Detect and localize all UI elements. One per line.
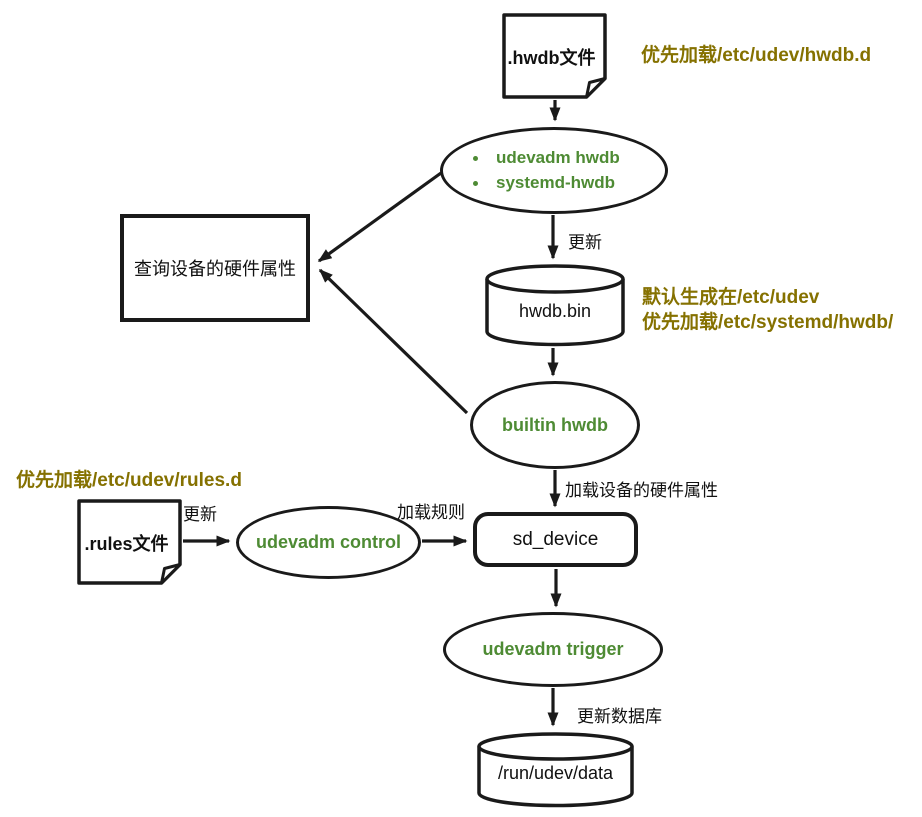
edge-builtin-to-query xyxy=(318,268,469,415)
rules-file-label: .rules文件 xyxy=(84,534,169,554)
note-hwdb-bin-paths: 默认生成在/etc/udev 优先加载/etc/systemd/hwdb/ xyxy=(642,285,893,335)
hwdb-file-label: .hwdb文件 xyxy=(507,48,596,68)
run-udev-data-label: /run/udev/data xyxy=(497,763,614,783)
note-rules-priority: 优先加载/etc/udev/rules.d xyxy=(16,470,242,491)
hwdb-tool-systemd: systemd-hwdb xyxy=(496,173,616,192)
hwdb-bin-label: hwdb.bin xyxy=(518,301,592,321)
edge-label-update-database: 更新数据库 xyxy=(577,707,662,726)
bullet-icon xyxy=(473,155,478,161)
cylinder-shape-icon xyxy=(485,264,625,347)
document-hwdb-file: .hwdb文件 xyxy=(502,13,607,99)
edge-label-load-device-props: 加载设备的硬件属性 xyxy=(565,481,718,500)
document-shape-icon xyxy=(502,13,607,99)
sd-device-label: sd_device xyxy=(512,528,599,550)
edge-tools-to-query xyxy=(317,171,442,263)
query-box-label: 查询设备的硬件属性 xyxy=(134,259,296,279)
udevadm-trigger-label: udevadm trigger xyxy=(482,639,624,659)
rect-query-device-props: 查询设备的硬件属性 xyxy=(120,214,310,322)
edge-label-update-rules: 更新 xyxy=(183,505,217,524)
ellipse-udevadm-control: udevadm control xyxy=(236,506,421,579)
ellipse-builtin-hwdb: builtin hwdb xyxy=(470,381,640,469)
ellipse-udevadm-trigger: udevadm trigger xyxy=(443,612,663,687)
list-item: udevadm hwdb xyxy=(473,148,620,168)
edge-label-update-hwdb: 更新 xyxy=(568,233,602,252)
hwdb-tools-list: udevadm hwdb systemd-hwdb xyxy=(473,148,620,193)
udevadm-control-label: udevadm control xyxy=(255,532,402,552)
bullet-icon xyxy=(473,180,478,186)
edge-label-load-rules: 加载规则 xyxy=(397,503,465,522)
cylinder-shape-icon xyxy=(477,732,634,808)
builtin-hwdb-label: builtin hwdb xyxy=(502,414,608,435)
list-item: systemd-hwdb xyxy=(473,173,620,193)
note-line: 默认生成在/etc/udev xyxy=(642,287,820,308)
document-rules-file: .rules文件 xyxy=(77,499,182,585)
note-line: 优先加载/etc/systemd/hwdb/ xyxy=(642,312,894,333)
hwdb-tool-udevadm: udevadm hwdb xyxy=(496,148,620,167)
ellipse-hwdb-tools: udevadm hwdb systemd-hwdb xyxy=(440,127,668,214)
rect-sd-device: sd_device xyxy=(473,512,638,567)
cylinder-run-udev-data: /run/udev/data xyxy=(477,732,634,808)
note-hwdb-priority: 优先加载/etc/udev/hwdb.d xyxy=(641,45,872,66)
document-shape-icon xyxy=(77,499,182,585)
cylinder-hwdb-bin: hwdb.bin xyxy=(485,264,625,347)
